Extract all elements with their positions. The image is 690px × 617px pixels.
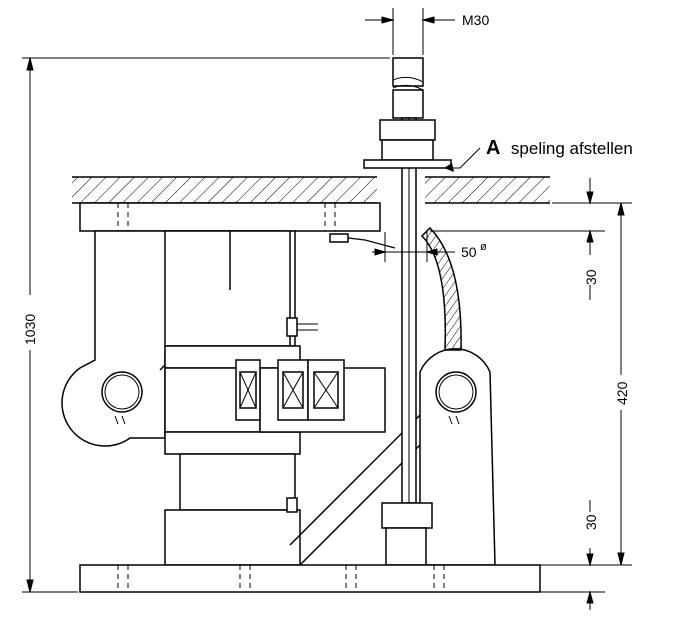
top-structure-hatched bbox=[72, 176, 550, 204]
coupling-shaft bbox=[235, 359, 386, 433]
thread-label: M30 bbox=[462, 12, 489, 28]
left-pin bbox=[101, 371, 143, 425]
thread-dimension bbox=[365, 8, 455, 55]
note-text: speling afstellen bbox=[511, 139, 633, 158]
overall-height-dimension bbox=[22, 57, 390, 593]
hole-label: 50 bbox=[461, 244, 477, 260]
flexible-cable bbox=[420, 226, 462, 351]
working-height-label: 420 bbox=[614, 381, 630, 405]
bottom-gap-label: 30 bbox=[583, 514, 599, 530]
adjust-note: A speling afstellen bbox=[486, 137, 633, 159]
hex-nut-3 bbox=[307, 359, 345, 421]
overall-height-label: 1030 bbox=[22, 314, 38, 345]
note-letter: A bbox=[486, 137, 500, 159]
top-gap-dimension bbox=[586, 178, 594, 300]
load-cell-body bbox=[164, 230, 396, 566]
top-gap-label: 30 bbox=[583, 269, 599, 285]
bottom-gap-dimension bbox=[586, 500, 594, 610]
diameter-symbol: ø bbox=[480, 241, 487, 253]
top-plate bbox=[79, 202, 381, 232]
working-height-dimension bbox=[617, 202, 625, 566]
hex-nut-1 bbox=[235, 359, 261, 421]
hex-nut-2 bbox=[277, 359, 309, 421]
hole-dimension bbox=[372, 232, 455, 262]
right-bracket bbox=[419, 348, 496, 566]
threaded-rod bbox=[363, 57, 452, 566]
base-plate bbox=[79, 564, 541, 593]
note-leader bbox=[444, 147, 481, 172]
